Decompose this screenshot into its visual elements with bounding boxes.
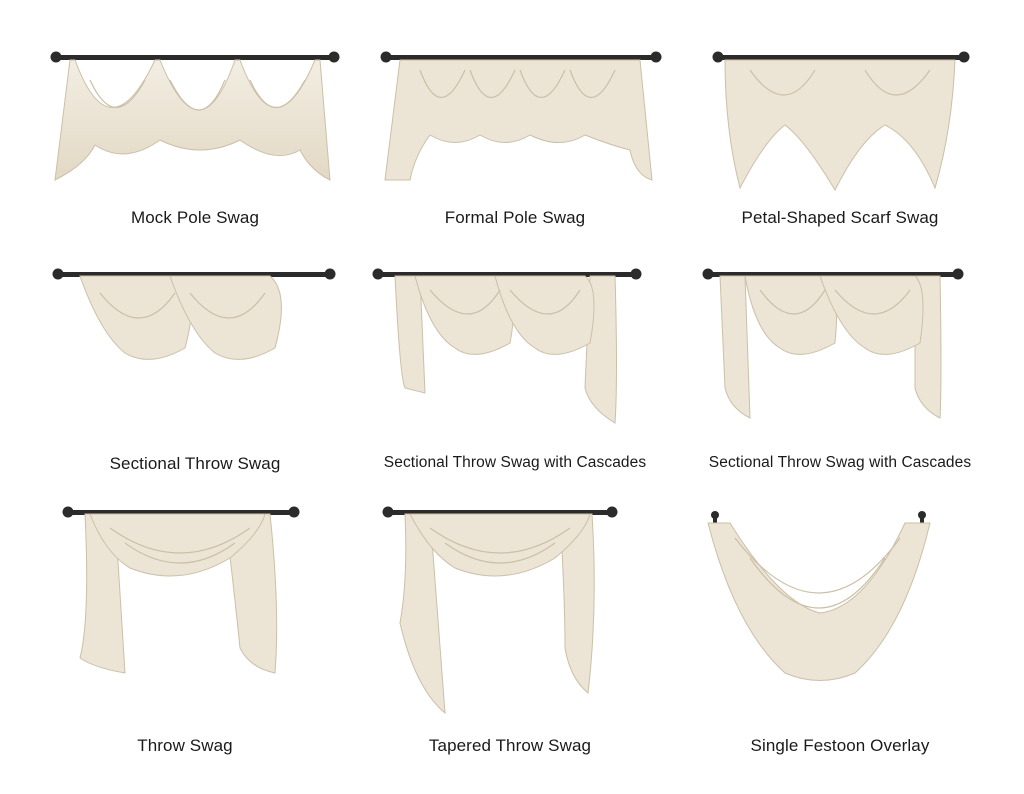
sectional-throw-swag-cascades-icon <box>372 268 642 424</box>
item-sectional-throw-swag: Sectional Throw Swag <box>30 258 360 478</box>
tapered-throw-swag-icon <box>382 506 618 715</box>
item-formal-pole-swag: Formal Pole Swag <box>360 40 670 240</box>
item-petal-shaped-scarf-swag: Petal-Shaped Scarf Swag <box>690 40 990 240</box>
sectional-throw-swag-cascades-alt-icon <box>702 268 964 419</box>
single-festoon-overlay-icon <box>707 511 931 681</box>
throw-swag-icon <box>62 506 300 674</box>
item-throw-swag: Throw Swag <box>30 498 340 768</box>
item-sectional-throw-swag-with-cascades: Sectional Throw Swag with Cascades <box>360 258 670 478</box>
item-label: Formal Pole Swag <box>444 208 586 227</box>
sectional-throw-swag-icon <box>52 268 336 360</box>
petal-shaped-scarf-swag-icon <box>712 51 970 192</box>
item-label: Throw Swag <box>137 736 233 755</box>
mock-pole-swag-icon <box>50 51 340 181</box>
formal-pole-swag-icon <box>380 51 662 181</box>
item-single-festoon-overlay: Single Festoon Overlay <box>690 498 990 768</box>
item-mock-pole-swag: Mock Pole Swag <box>30 40 360 240</box>
item-tapered-throw-swag: Tapered Throw Swag <box>360 498 660 768</box>
item-label: Sectional Throw Swag with Cascades <box>708 454 972 471</box>
item-label: Mock Pole Swag <box>130 208 259 227</box>
item-sectional-throw-swag-with-cascades-2: Sectional Throw Swag with Cascades <box>690 258 990 478</box>
item-label: Sectional Throw Swag <box>109 454 281 473</box>
item-label: Sectional Throw Swag with Cascades <box>383 454 647 471</box>
item-label: Single Festoon Overlay <box>750 736 930 755</box>
item-label: Tapered Throw Swag <box>428 736 592 755</box>
item-label: Petal-Shaped Scarf Swag <box>741 208 939 227</box>
